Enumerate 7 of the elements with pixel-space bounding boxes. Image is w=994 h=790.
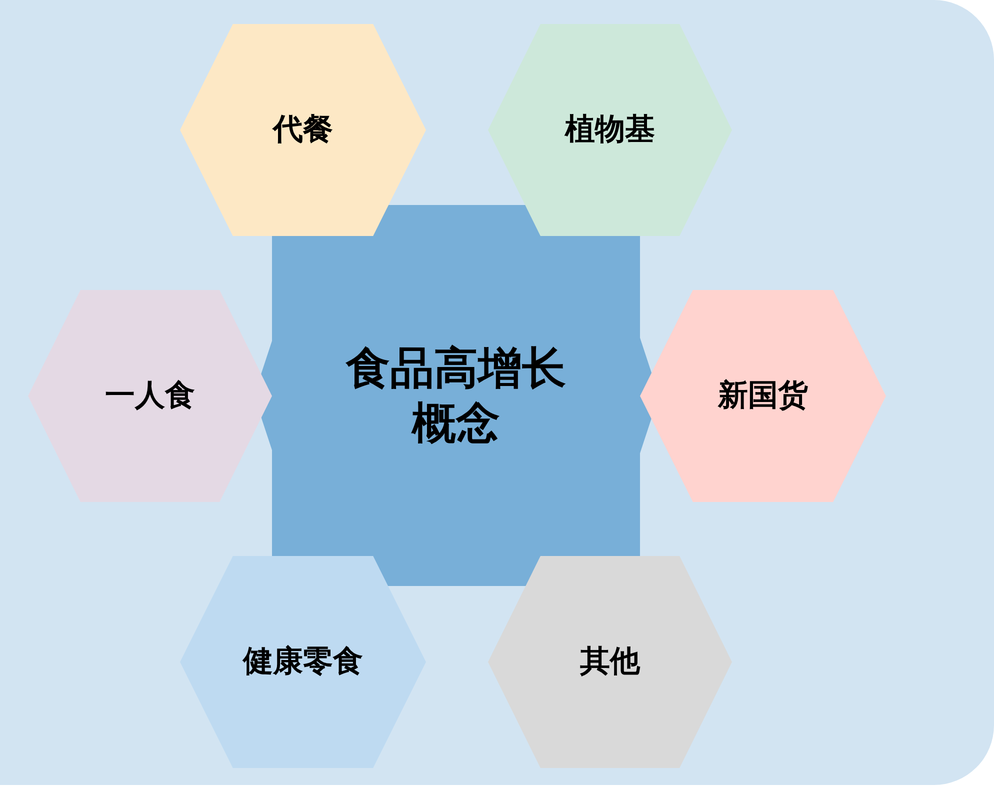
hexagon-label: 新国货 [718, 377, 808, 415]
hexagon-label: 食品高增长概念 [344, 342, 567, 451]
hexagon-label: 植物基 [565, 111, 655, 149]
hexagon-label: 一人食 [105, 377, 195, 415]
hexagon-label: 健康零食 [243, 643, 363, 681]
hexagon-label: 代餐 [273, 111, 333, 149]
hexagon-label: 其他 [580, 643, 640, 681]
